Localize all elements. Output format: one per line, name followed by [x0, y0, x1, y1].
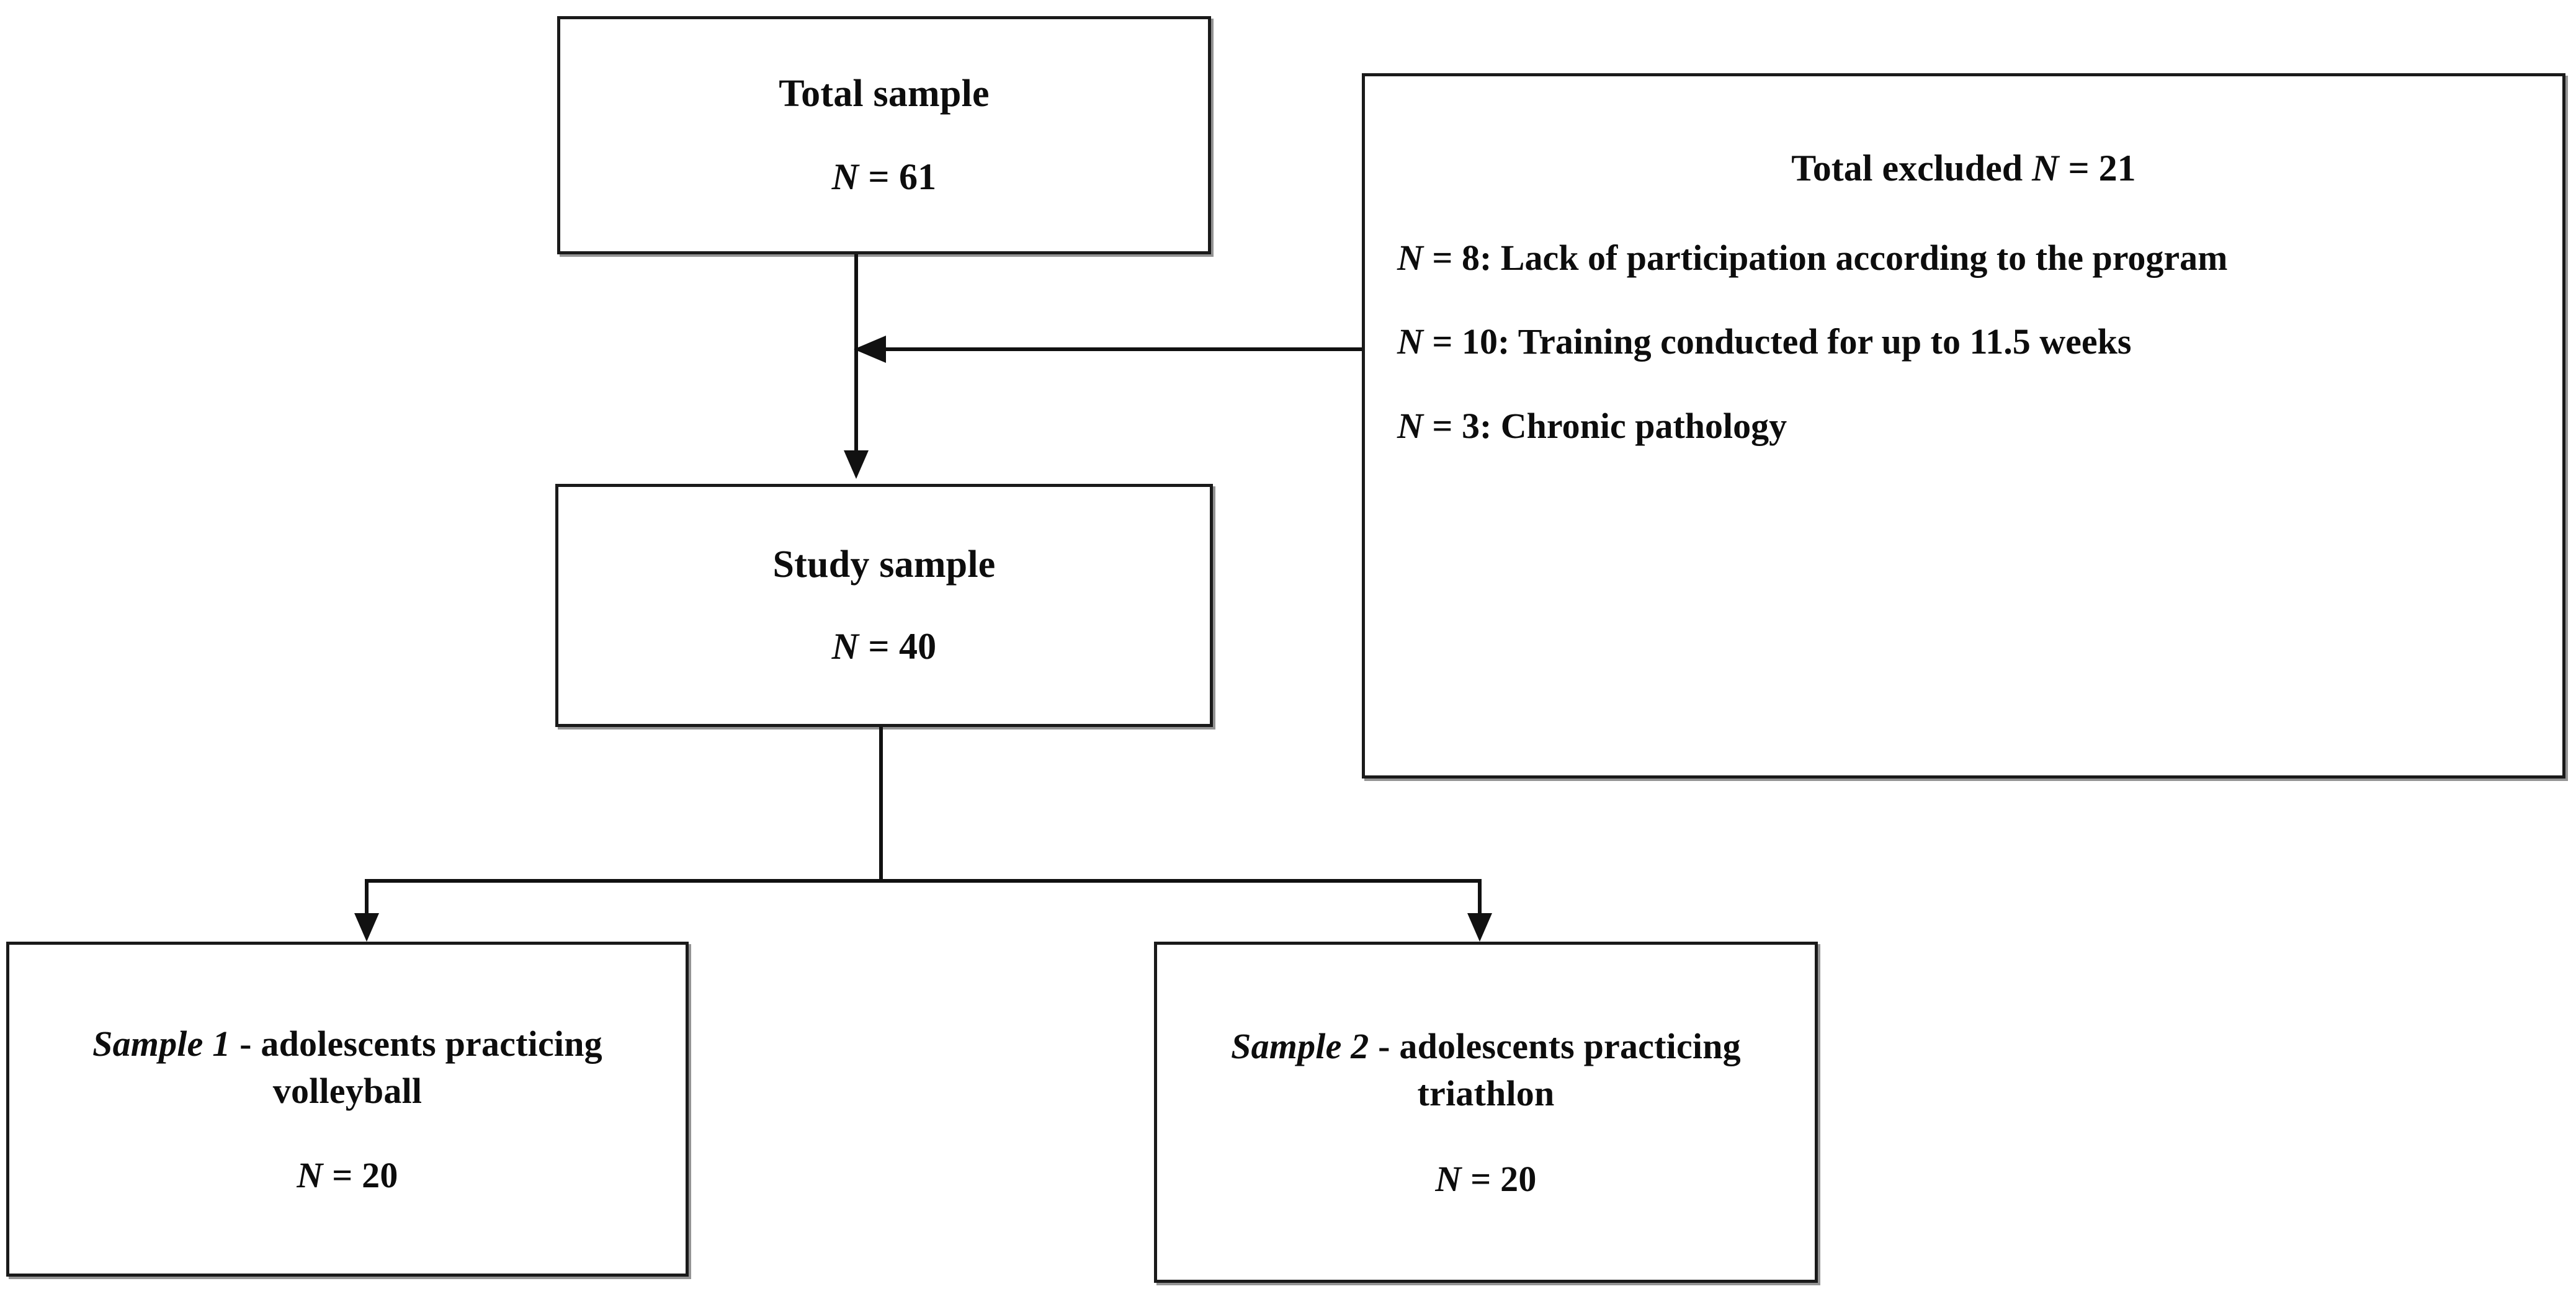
sample-2-equals: =: [1461, 1159, 1501, 1200]
study-sample-title: Study sample: [772, 543, 996, 586]
excluded-reason-3-text: Chronic pathology: [1500, 405, 1787, 446]
study-sample-equals: =: [859, 626, 899, 667]
sample-1-label-rest: - adolescents practicing volleyball: [230, 1024, 602, 1111]
study-sample-value: 40: [898, 626, 937, 667]
total-sample-value: 61: [898, 156, 937, 198]
arrow-left-icon-excluded: [854, 336, 886, 363]
sample-1-title: Sample 1 - adolescents practicing volley…: [30, 1020, 664, 1114]
excluded-heading-n-symbol: N: [2032, 148, 2059, 189]
sample-1-n-symbol: N: [297, 1155, 323, 1196]
arrow-down-icon-into-study-sample: [844, 450, 869, 479]
study-sample-n-symbol: N: [831, 626, 859, 667]
sample-2-label-rest: - adolescents practicing triathlon: [1369, 1026, 1741, 1113]
connector-drop-to-sample-1: [365, 879, 369, 917]
connector-study-branch-stem: [879, 727, 883, 883]
excluded-heading-value: = 21: [2059, 148, 2136, 189]
connector-excluded-line: [883, 347, 1362, 351]
sample-2-n-symbol: N: [1435, 1159, 1462, 1200]
excluded-heading-prefix: Total excluded: [1791, 148, 2033, 189]
node-sample-1: Sample 1 - adolescents practicing volley…: [6, 942, 689, 1277]
arrow-down-icon-into-sample-2: [1467, 913, 1492, 942]
excluded-reason-3: N = 3: Chronic pathology: [1397, 403, 1787, 449]
excluded-reason-2: N = 10: Training conducted for up to 11.…: [1397, 318, 2132, 365]
sample-1-count: N = 20: [297, 1154, 398, 1198]
total-sample-title: Total sample: [779, 72, 990, 115]
connector-branch-bus: [365, 879, 1482, 883]
node-sample-2: Sample 2 - adolescents practicing triath…: [1154, 942, 1818, 1283]
excluded-reason-3-value: = 3:: [1423, 405, 1501, 446]
node-total-excluded: Total excluded N = 21 N = 8: Lack of par…: [1362, 73, 2565, 779]
sample-1-equals: =: [323, 1155, 362, 1196]
excluded-reason-3-n-symbol: N: [1397, 405, 1423, 446]
sample-2-title: Sample 2 - adolescents practicing triath…: [1178, 1023, 1794, 1117]
arrow-down-icon-into-sample-1: [354, 913, 379, 942]
connector-drop-to-sample-2: [1478, 879, 1482, 917]
total-sample-equals: =: [859, 156, 899, 198]
sample-1-value: 20: [362, 1155, 398, 1196]
sample-2-label-italic: Sample 2: [1231, 1026, 1369, 1067]
node-total-sample: Total sample N = 61: [557, 16, 1211, 254]
excluded-reason-1-text: Lack of participation according to the p…: [1500, 238, 2228, 278]
sample-2-count: N = 20: [1435, 1158, 1536, 1202]
study-sample-count: N = 40: [832, 624, 937, 669]
sample-1-label-italic: Sample 1: [92, 1024, 231, 1064]
excluded-reason-1: N = 8: Lack of participation according t…: [1397, 234, 2228, 281]
excluded-reason-2-n-symbol: N: [1397, 321, 1423, 362]
excluded-heading: Total excluded N = 21: [1397, 147, 2530, 190]
excluded-reason-1-value: = 8:: [1423, 238, 1501, 278]
excluded-reason-2-value: = 10:: [1423, 321, 1518, 362]
excluded-reason-2-text: Training conducted for up to 11.5 weeks: [1518, 321, 2132, 362]
total-sample-n-symbol: N: [831, 156, 859, 198]
total-sample-count: N = 61: [832, 154, 937, 200]
sample-2-value: 20: [1500, 1159, 1537, 1200]
excluded-reason-1-n-symbol: N: [1397, 238, 1423, 278]
node-study-sample: Study sample N = 40: [555, 484, 1213, 727]
